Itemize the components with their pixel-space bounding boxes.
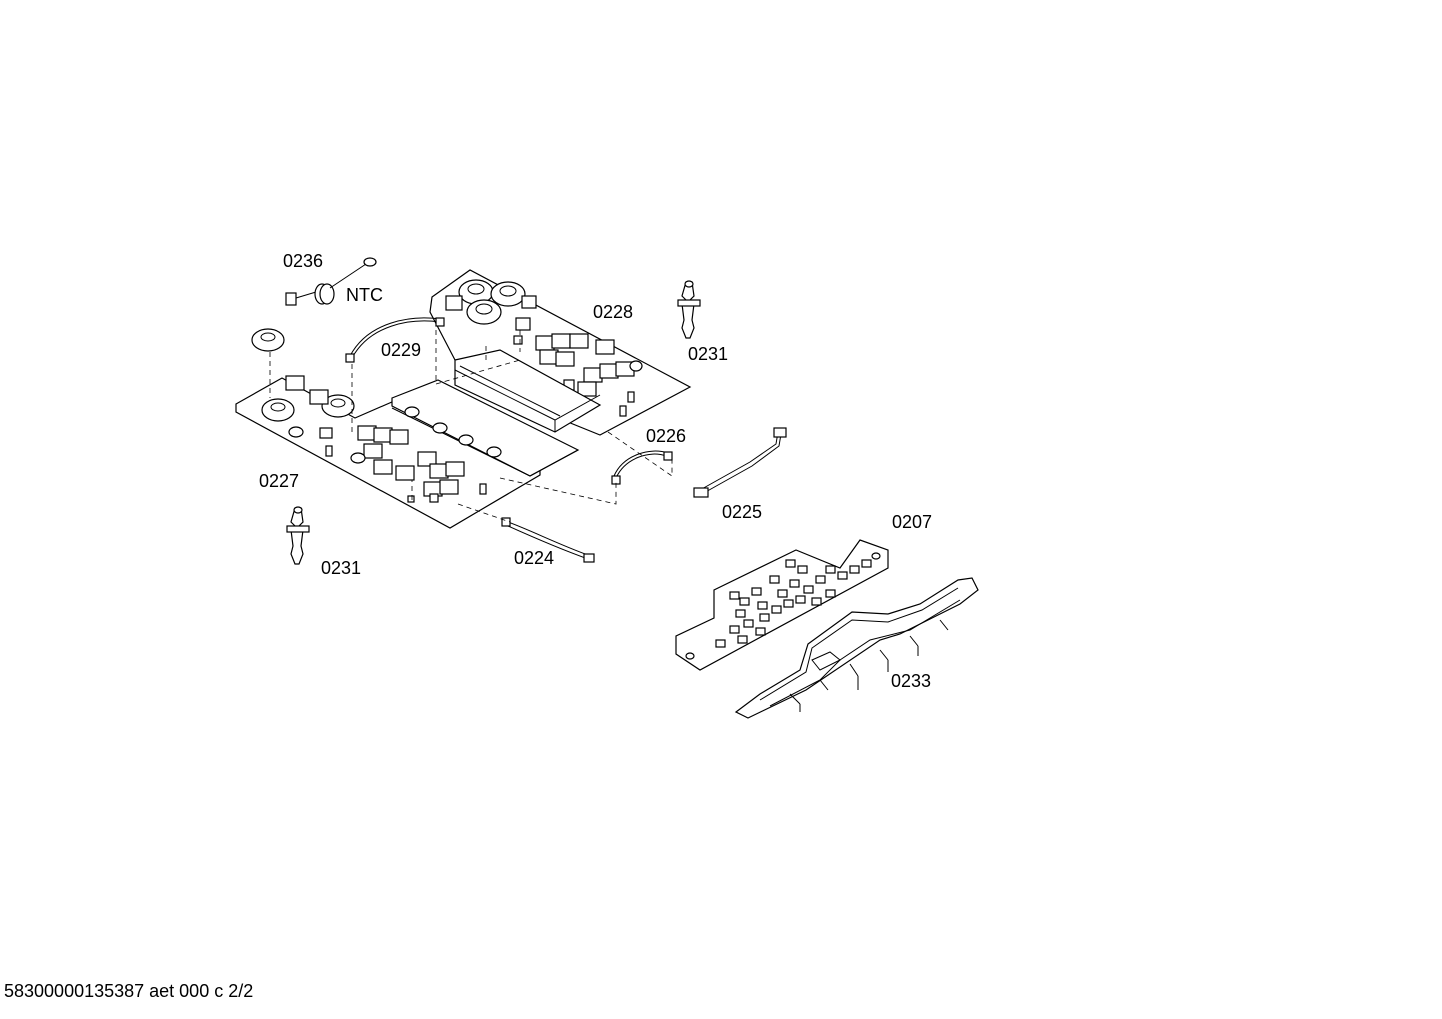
frame-0233 bbox=[734, 577, 979, 719]
callout-0226: 0226 bbox=[646, 426, 687, 446]
callout-0207: 0207 bbox=[892, 512, 933, 532]
heatsink-upper bbox=[454, 349, 602, 433]
ntc-sensor-part bbox=[285, 257, 377, 306]
callout-0225: 0225 bbox=[722, 502, 763, 522]
spacer-0231-upper bbox=[677, 280, 701, 339]
callout-ntc: NTC bbox=[346, 285, 383, 305]
assembly-guide-lines bbox=[269, 330, 673, 523]
toroid-coils-upper bbox=[458, 279, 526, 325]
callout-0231-upper: 0231 bbox=[688, 344, 729, 364]
toroid-coils-lower bbox=[251, 328, 355, 422]
power-board-0227 bbox=[235, 328, 541, 529]
cable-0224 bbox=[501, 517, 595, 563]
heatsink-lower bbox=[391, 379, 580, 477]
cable-0226 bbox=[611, 450, 673, 485]
callout-0233: 0233 bbox=[891, 671, 932, 691]
callout-0231-lower: 0231 bbox=[321, 558, 362, 578]
callout-0229: 0229 bbox=[381, 340, 422, 360]
cable-0229 bbox=[345, 317, 445, 363]
document-reference: 58300000135387 aet 000 c 2/2 bbox=[4, 981, 254, 1001]
control-board-0207 bbox=[675, 539, 889, 671]
callout-0228: 0228 bbox=[593, 302, 634, 322]
spacer-0231-lower bbox=[286, 506, 310, 565]
power-board-0228 bbox=[429, 269, 692, 436]
callout-0227: 0227 bbox=[259, 471, 300, 491]
callout-0236: 0236 bbox=[283, 251, 324, 271]
callout-0224: 0224 bbox=[514, 548, 555, 568]
cable-0225 bbox=[693, 427, 787, 498]
